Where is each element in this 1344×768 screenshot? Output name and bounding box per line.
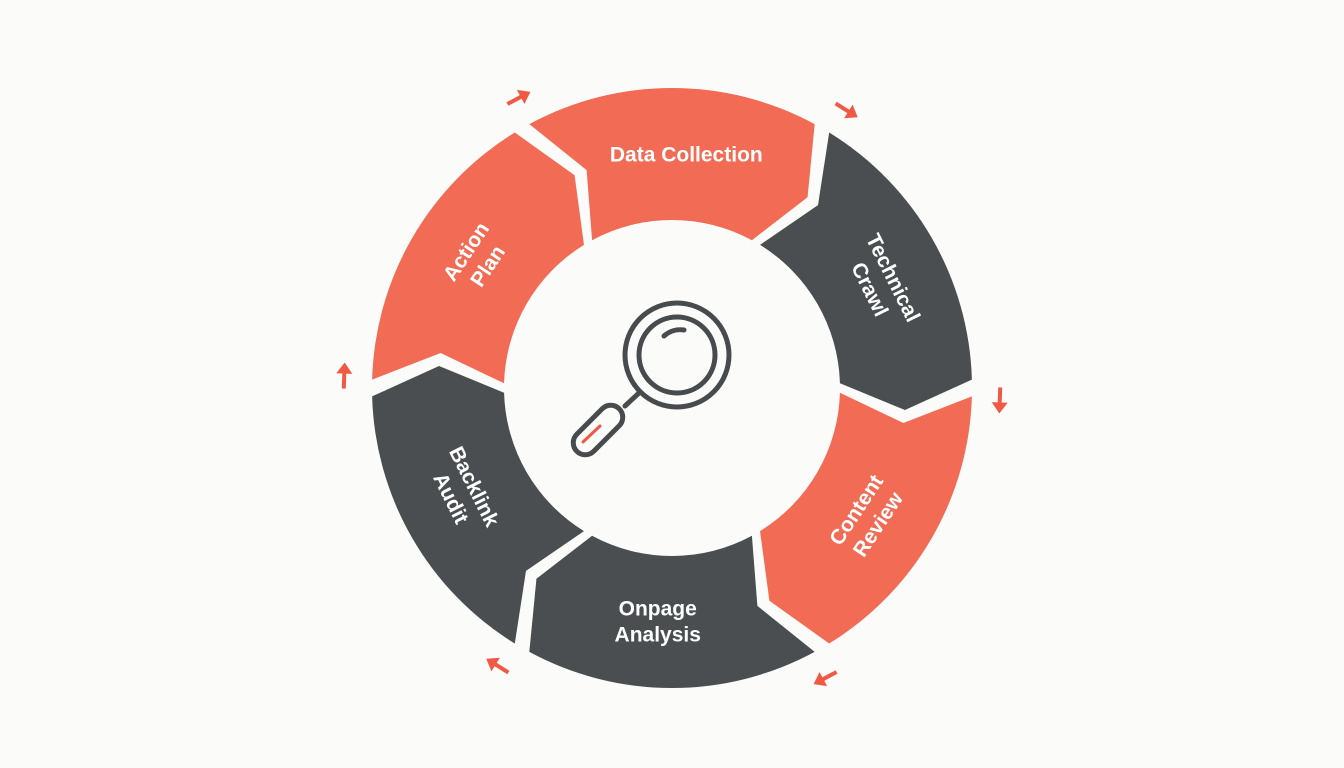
segment-data-collection bbox=[529, 88, 815, 241]
segment-action-plan bbox=[372, 132, 584, 384]
segment-content-review bbox=[760, 392, 972, 644]
cycle-arrow-icon bbox=[813, 670, 838, 687]
cycle-arrow-icon bbox=[834, 101, 858, 119]
segment-label-data-collection: Data Collection bbox=[610, 143, 763, 166]
cycle-arrow-icon bbox=[506, 89, 531, 106]
magnifying-glass-icon bbox=[570, 300, 732, 458]
segment-technical-crawl bbox=[760, 132, 972, 411]
segment-backlink-audit bbox=[372, 365, 584, 644]
cycle-arrow-icon bbox=[336, 362, 353, 389]
segment-onpage-analysis bbox=[529, 535, 815, 689]
cycle-arrow-icon bbox=[486, 657, 510, 675]
cycle-arrow-icon bbox=[991, 387, 1008, 414]
